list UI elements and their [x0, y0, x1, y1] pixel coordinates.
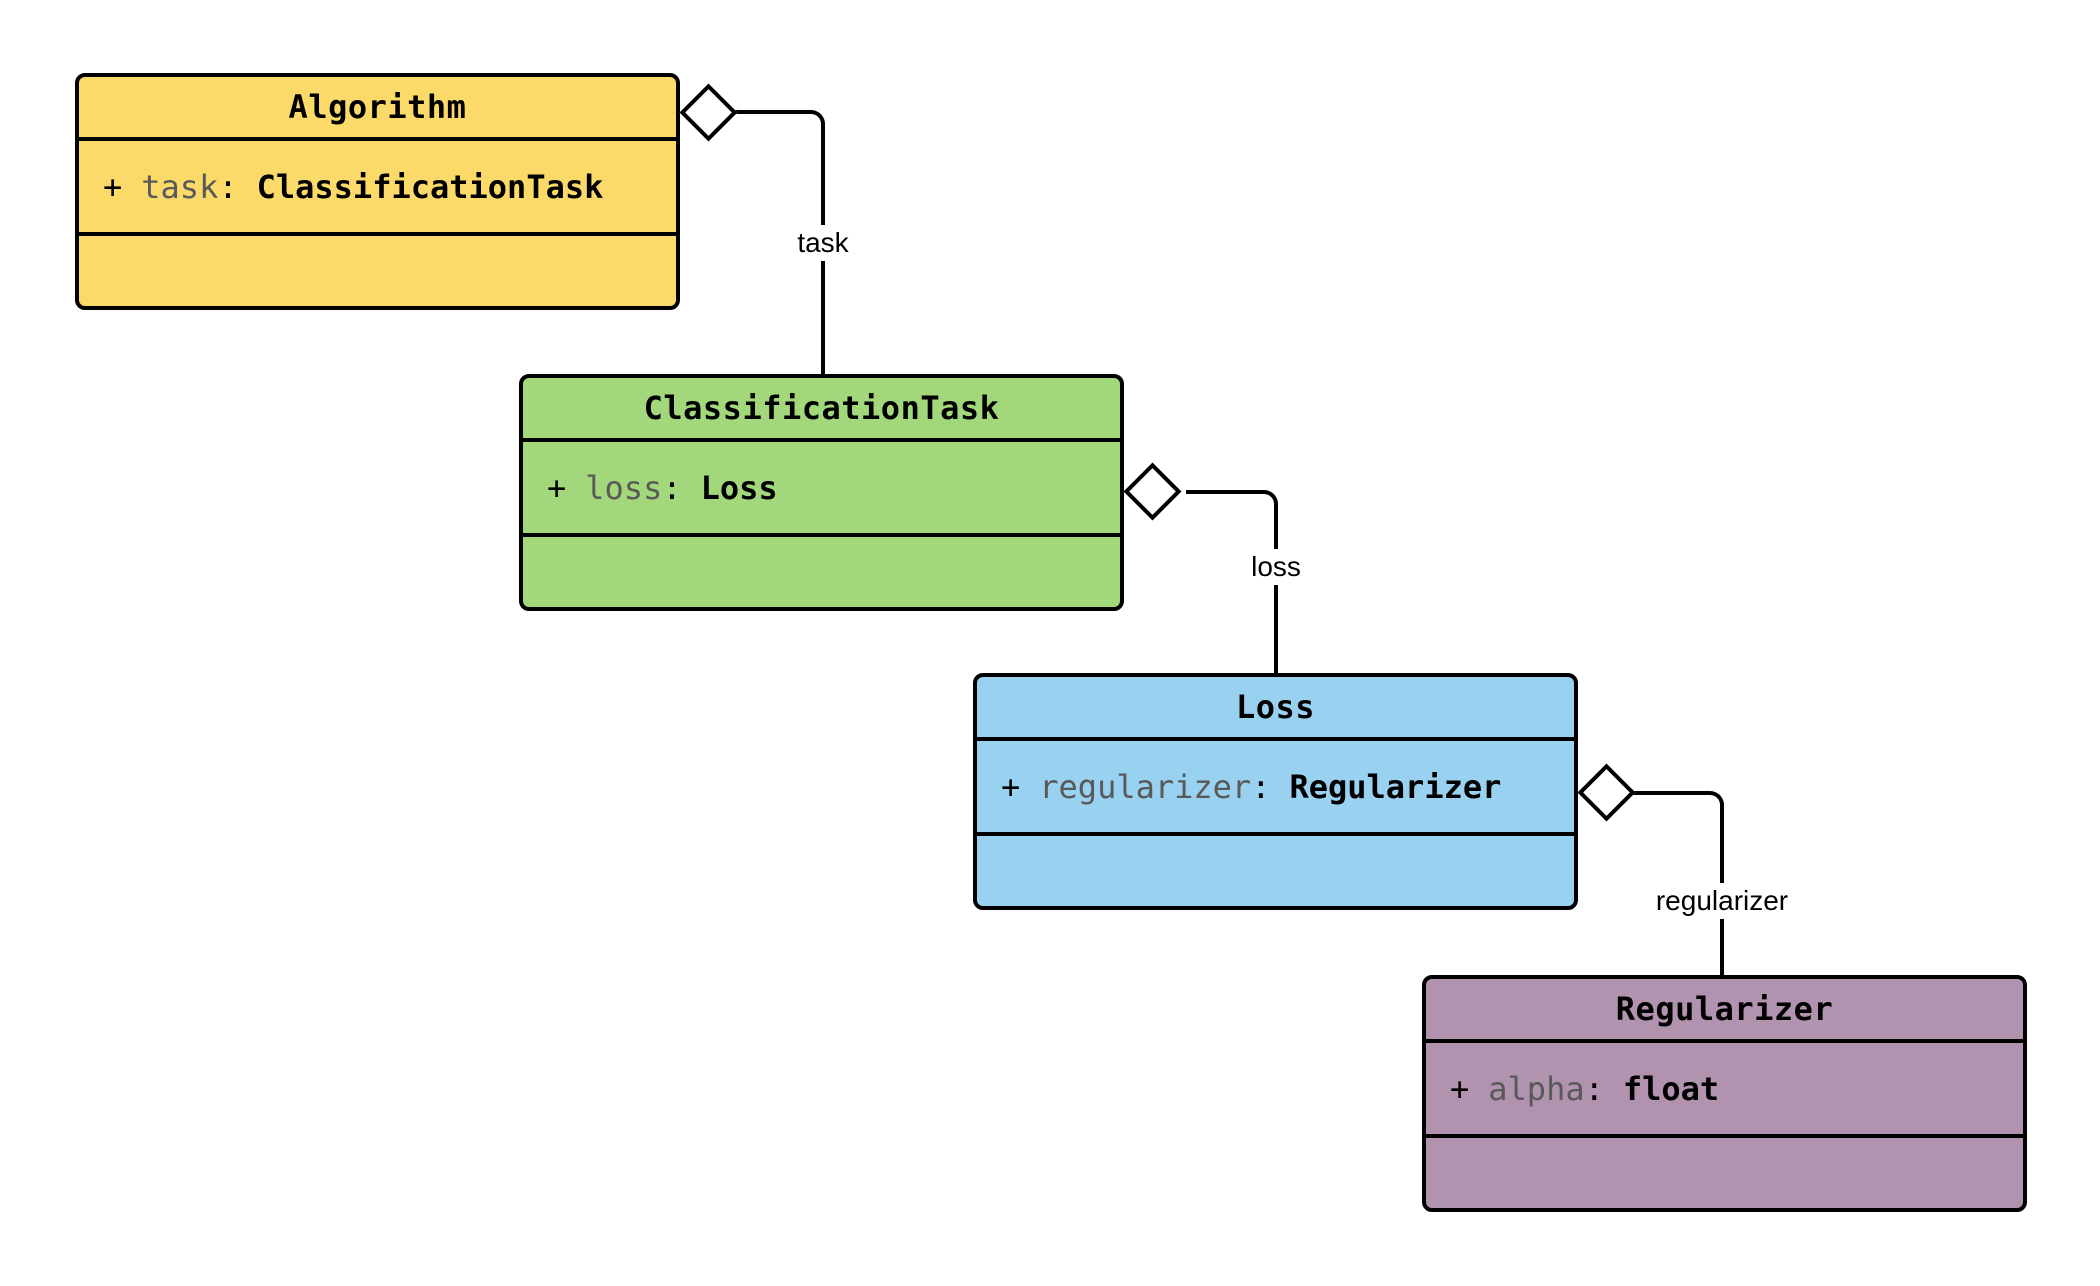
attr-type: Regularizer [1289, 767, 1502, 806]
attr-name: alpha [1488, 1069, 1585, 1108]
connector-label: regularizer [1647, 883, 1797, 919]
aggregation-diamond-icon [679, 83, 738, 142]
class-regularizer[interactable]: Regularizer + alpha: float [1422, 975, 2027, 1212]
attr-separator: : [662, 468, 682, 507]
attr-name: loss [585, 468, 663, 507]
class-attribute-row: + task: ClassificationTask [79, 141, 676, 236]
class-title: ClassificationTask [523, 378, 1120, 442]
class-methods-empty [523, 537, 1120, 603]
class-attribute-row: + regularizer: Regularizer [977, 741, 1574, 836]
attr-visibility: + [547, 468, 567, 507]
attr-name: regularizer [1039, 767, 1252, 806]
class-attribute-row: + loss: Loss [523, 442, 1120, 537]
attr-type: Loss [700, 468, 778, 507]
attr-separator: : [1251, 767, 1271, 806]
class-title: Algorithm [79, 77, 676, 141]
attr-type: float [1622, 1069, 1720, 1108]
connector-label: loss [1243, 549, 1309, 585]
attr-visibility: + [1450, 1069, 1470, 1108]
class-attribute-row: + alpha: float [1426, 1043, 2023, 1138]
attr-separator: : [218, 167, 238, 206]
class-methods-empty [79, 236, 676, 302]
attr-name: task [141, 167, 219, 206]
class-title: Loss [977, 677, 1574, 741]
class-loss[interactable]: Loss + regularizer: Regularizer [973, 673, 1578, 910]
class-title: Regularizer [1426, 979, 2023, 1043]
attr-visibility: + [1001, 767, 1021, 806]
attr-separator: : [1584, 1069, 1604, 1108]
class-methods-empty [977, 836, 1574, 902]
class-classificationtask[interactable]: ClassificationTask + loss: Loss [519, 374, 1124, 611]
aggregation-diamond-icon [1123, 462, 1182, 521]
connector-label: task [789, 225, 857, 261]
attr-type: ClassificationTask [256, 167, 604, 206]
aggregation-diamond-icon [1577, 763, 1636, 822]
attr-visibility: + [103, 167, 123, 206]
class-algorithm[interactable]: Algorithm + task: ClassificationTask [75, 73, 680, 310]
class-methods-empty [1426, 1138, 2023, 1204]
